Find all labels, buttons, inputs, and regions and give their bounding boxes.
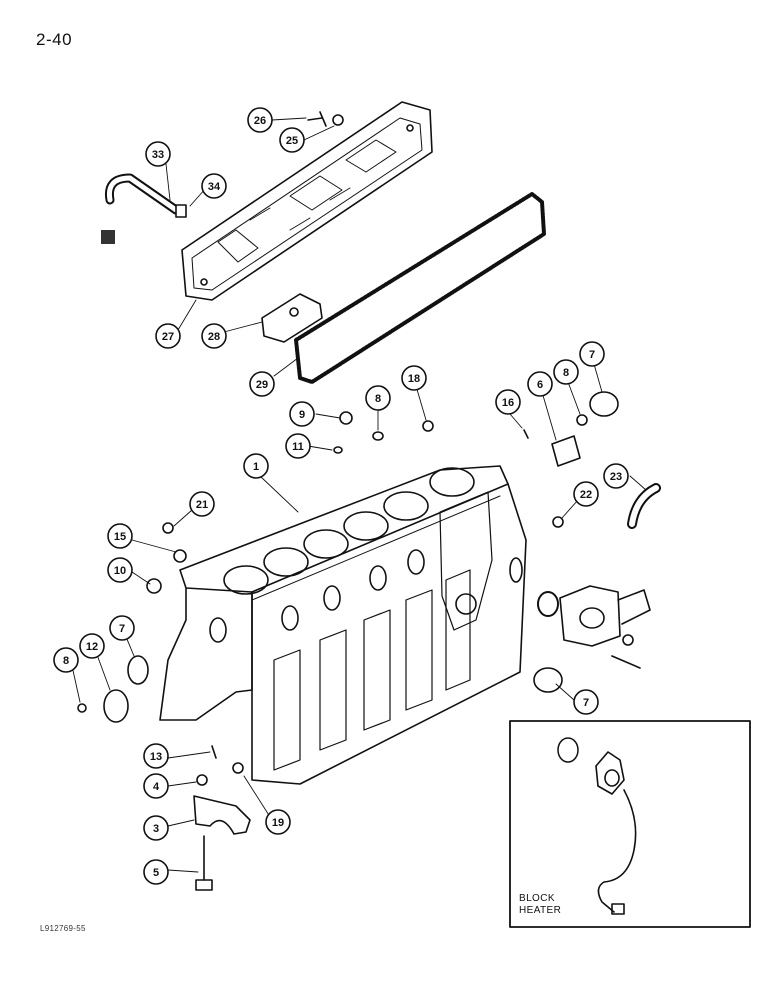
callout-19: 19 xyxy=(265,809,291,835)
plug-10 xyxy=(146,578,162,594)
callout-26: 26 xyxy=(247,107,273,133)
expansion-plug-7-left xyxy=(127,655,149,685)
svg-text:22: 22 xyxy=(580,489,592,501)
svg-text:25: 25 xyxy=(286,135,298,147)
expansion-plug-7-top xyxy=(589,391,619,417)
block-heater xyxy=(557,737,637,915)
svg-text:10: 10 xyxy=(114,565,126,577)
callout-3: 3 xyxy=(143,815,169,841)
svg-text:28: 28 xyxy=(208,331,220,343)
cylinder-block xyxy=(159,465,527,785)
water-outlet-elbow xyxy=(627,483,661,529)
callout-15: 15 xyxy=(107,523,133,549)
svg-text:26: 26 xyxy=(254,115,266,127)
callout-1: 1 xyxy=(243,453,269,479)
valve-cover xyxy=(181,101,433,301)
expansion-plug-7-right xyxy=(533,667,563,693)
callout-10: 10 xyxy=(107,557,133,583)
svg-text:5: 5 xyxy=(153,867,159,879)
plug-22 xyxy=(552,516,564,528)
callout-7-right: 7 xyxy=(573,689,599,715)
svg-text:4: 4 xyxy=(153,781,160,793)
callout-29: 29 xyxy=(249,371,275,397)
callout-33: 33 xyxy=(145,141,171,167)
callout-5: 5 xyxy=(143,859,169,885)
svg-text:8: 8 xyxy=(563,367,569,379)
svg-text:7: 7 xyxy=(583,697,589,709)
callout-7-top: 7 xyxy=(579,341,605,367)
svg-text:29: 29 xyxy=(256,379,268,391)
svg-text:27: 27 xyxy=(162,331,174,343)
plug-8-right xyxy=(576,414,588,426)
svg-text:13: 13 xyxy=(150,751,162,763)
callout-8-right: 8 xyxy=(553,359,579,385)
main-bearing-bolt xyxy=(195,835,213,891)
callout-8: 8 xyxy=(365,385,391,411)
nut-25 xyxy=(332,114,344,126)
plug-15 xyxy=(173,549,187,563)
plug-21 xyxy=(162,522,174,534)
svg-text:33: 33 xyxy=(152,149,164,161)
callout-7-left: 7 xyxy=(109,615,135,641)
svg-text:18: 18 xyxy=(408,373,420,385)
callout-27: 27 xyxy=(155,323,181,349)
svg-text:23: 23 xyxy=(610,471,622,483)
plug-18 xyxy=(422,420,434,432)
svg-text:19: 19 xyxy=(272,817,284,829)
reference-code: L912769-55 xyxy=(40,924,86,933)
callout-16: 16 xyxy=(495,389,521,415)
dowel-16 xyxy=(523,429,529,439)
callout-6: 6 xyxy=(527,371,553,397)
svg-text:7: 7 xyxy=(589,349,595,361)
callout-13: 13 xyxy=(143,743,169,769)
camshaft-bushing-6 xyxy=(551,435,581,467)
svg-text:7: 7 xyxy=(119,623,125,635)
plug-11 xyxy=(333,446,343,454)
plug-8-left xyxy=(77,703,87,713)
svg-text:21: 21 xyxy=(196,499,208,511)
dowel-4 xyxy=(196,774,208,786)
plug-19 xyxy=(232,762,244,774)
svg-text:34: 34 xyxy=(208,181,221,193)
callout-22: 22 xyxy=(573,481,599,507)
callout-25: 25 xyxy=(279,127,305,153)
svg-text:8: 8 xyxy=(63,655,69,667)
svg-text:15: 15 xyxy=(114,531,126,543)
block-heater-label-line2: HEATER xyxy=(519,905,562,916)
svg-text:11: 11 xyxy=(292,441,304,453)
bolt-26 xyxy=(307,111,327,127)
dowel-13 xyxy=(211,745,217,759)
block-heater-label-line1: BLOCK xyxy=(519,893,555,904)
callout-18: 18 xyxy=(401,365,427,391)
cover-plate xyxy=(261,293,323,343)
block-heater-inset xyxy=(509,720,751,928)
breather-tube xyxy=(101,173,187,244)
page-number: 2-40 xyxy=(36,30,73,49)
plug-8 xyxy=(372,431,384,441)
plug-9 xyxy=(339,411,353,425)
block-heater-label: BLOCK HEATER xyxy=(519,893,561,917)
thermostat-housing xyxy=(537,585,651,669)
callout-8-left: 8 xyxy=(53,647,79,673)
callout-11: 11 xyxy=(285,433,311,459)
callout-9: 9 xyxy=(289,401,315,427)
svg-text:12: 12 xyxy=(86,641,98,653)
expansion-plug-12 xyxy=(103,689,129,723)
valve-cover-gasket xyxy=(294,192,546,384)
svg-text:16: 16 xyxy=(502,397,514,409)
callout-21: 21 xyxy=(189,491,215,517)
callout-34: 34 xyxy=(201,173,227,199)
callout-4: 4 xyxy=(143,773,169,799)
svg-text:9: 9 xyxy=(299,409,305,421)
svg-text:1: 1 xyxy=(253,461,259,473)
callout-28: 28 xyxy=(201,323,227,349)
callout-12: 12 xyxy=(79,633,105,659)
svg-text:3: 3 xyxy=(153,823,159,835)
svg-text:8: 8 xyxy=(375,393,381,405)
svg-text:6: 6 xyxy=(537,379,543,391)
callout-23: 23 xyxy=(603,463,629,489)
main-bearing-cap xyxy=(193,795,251,835)
